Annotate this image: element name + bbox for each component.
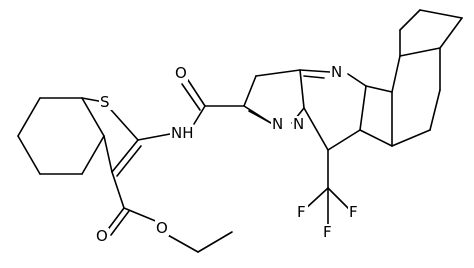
- ester-carbonyl-oxygen-label: O: [96, 227, 108, 245]
- amide-nitrogen-label: NH: [171, 124, 194, 142]
- fluorine-label: F: [297, 203, 306, 221]
- bond-lines: [17, 9, 463, 253]
- thiophene-sulfur-label: S: [100, 93, 110, 111]
- bridgehead-nitrogen-label: N: [293, 115, 304, 133]
- fluorine-label: F: [323, 223, 332, 241]
- fluorine-label: F: [349, 203, 358, 221]
- pyrazole-nitrogen-label: N: [272, 115, 283, 133]
- amide-oxygen-label: O: [175, 64, 187, 82]
- atom-labels: S NH O N N N O O F F F: [95, 63, 360, 245]
- pyrimidine-nitrogen-label: N: [331, 63, 342, 81]
- ester-ether-oxygen-label: O: [156, 219, 168, 237]
